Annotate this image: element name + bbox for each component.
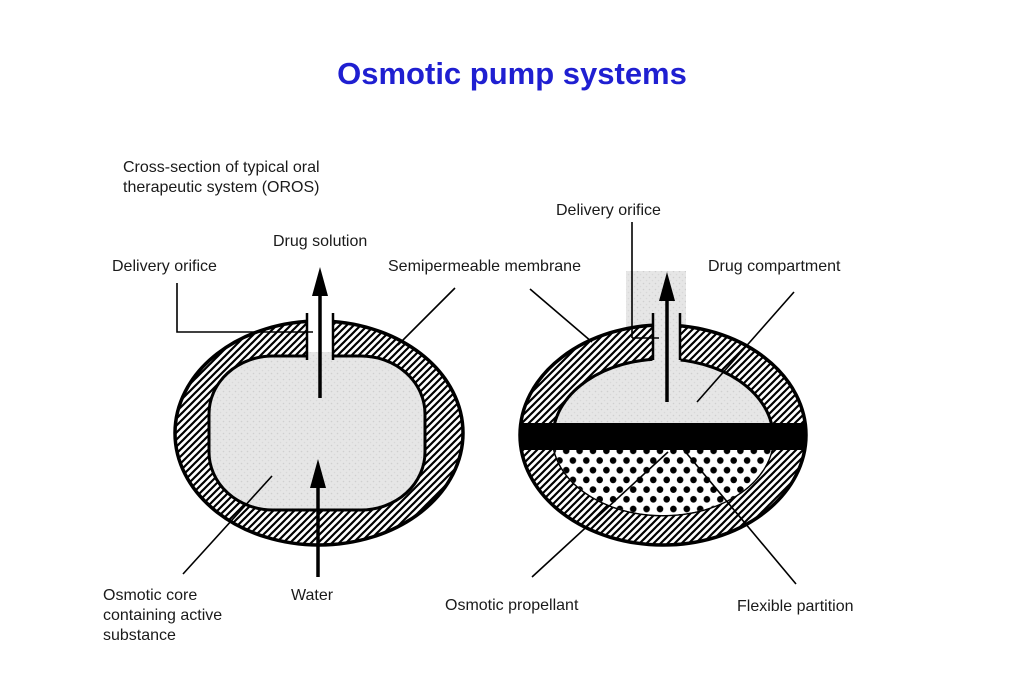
left-diagram-caption: Cross-section of typical oral therapeuti… <box>123 159 320 196</box>
water-arrow <box>310 459 326 577</box>
drug-compartment-label: Drug compartment <box>708 258 841 275</box>
flexible-partition-label: Flexible partition <box>737 598 854 615</box>
semipermeable-membrane-leader-right <box>529 288 593 343</box>
osmotic-core-label: Osmotic core containing active substance <box>103 587 223 644</box>
semipermeable-membrane-leader-left <box>397 287 456 346</box>
osmotic-core-leader <box>182 475 273 575</box>
right-pump <box>518 222 808 585</box>
osmotic-propellant-leader <box>531 451 669 578</box>
right-delivery-arrow <box>659 272 675 402</box>
semipermeable-membrane-label: Semipermeable membrane <box>388 258 581 275</box>
flexible-partition-leader <box>682 448 797 585</box>
water-label: Water <box>291 587 334 604</box>
right-delivery-orifice-leader <box>631 222 659 339</box>
osmotic-propellant-label: Osmotic propellant <box>445 597 579 614</box>
right-delivery-orifice-label: Delivery orifice <box>556 202 661 219</box>
left-delivery-orifice-leader <box>176 283 313 333</box>
drug-compartment-leader <box>696 291 795 403</box>
drug-solution-label: Drug solution <box>273 233 368 250</box>
drug-solution-arrow <box>312 267 328 398</box>
left-pump <box>173 267 465 577</box>
left-delivery-orifice-label: Delivery orifice <box>112 258 217 275</box>
flexible-partition-band <box>520 423 806 450</box>
page-title: Osmotic pump systems <box>337 56 687 91</box>
